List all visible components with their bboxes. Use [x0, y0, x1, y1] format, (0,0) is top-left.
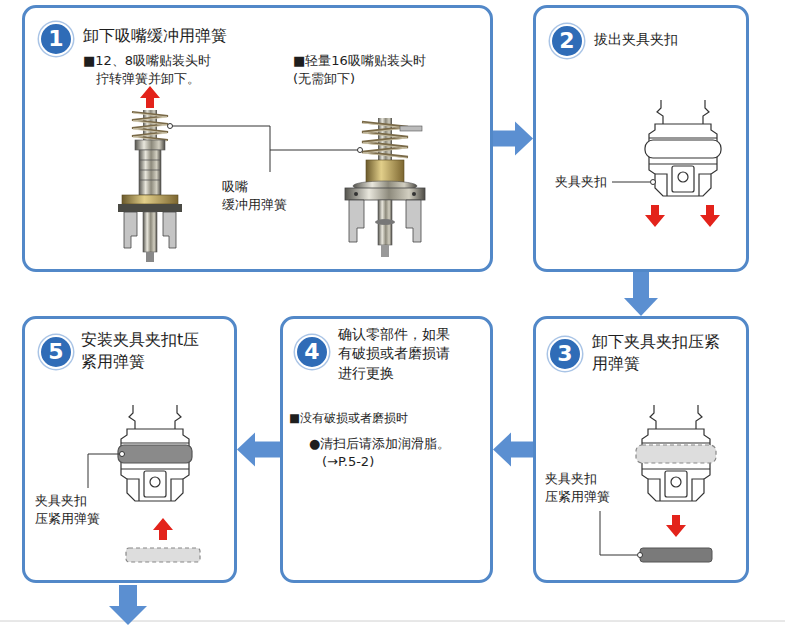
arrow-shaft [510, 442, 533, 458]
label-holder: 夹具夹扣 压紧用弹簧 [545, 470, 625, 505]
circle-halo [547, 336, 584, 373]
part-label: 夹具夹扣 压紧用弹簧 [35, 492, 115, 527]
arrow-shaft [493, 131, 516, 147]
flow-arrow [237, 433, 280, 467]
step-number-circle: 2 [548, 22, 586, 60]
part-label: 夹具夹扣 压紧用弹簧 [545, 470, 625, 505]
step-heading: 卸下吸嘴缓冲用弹簧 [83, 25, 383, 47]
circle-fill [551, 25, 583, 57]
number-holder: 5 [37, 333, 75, 371]
circle-fill [40, 336, 72, 368]
step-heading: 拔出夹具夹扣 [594, 30, 744, 49]
arrow-head [624, 298, 658, 316]
step-number-circle: 1 [37, 20, 75, 58]
arrow-head [237, 433, 255, 467]
step-panel: 4 确认零部件，如果 有破损或者磨损请 进行更换 ■没有破损或者磨损时 ●清扫后请添加… [280, 316, 493, 583]
text-holder: ■轻量16吸嘴贴装头时 (无需卸下) [293, 52, 468, 87]
circle-halo [294, 334, 331, 371]
circle-fill [296, 336, 328, 368]
text-holder: 确认零部件，如果 有破损或者磨损请 进行更换 [338, 325, 488, 383]
part-label: 吸嘴 缓冲用弹簧 [222, 178, 302, 213]
part-label: 夹具夹扣 [555, 173, 625, 191]
step-number: 3 [557, 343, 572, 365]
step-number: 1 [48, 28, 63, 50]
text-holder: ■没有破损或者磨损时 [289, 411, 489, 427]
label-holder: 夹具夹扣 压紧用弹簧 [35, 492, 115, 527]
text-holder: 安装夹具夹扣t压 紧用弹簧 [81, 329, 231, 372]
number-holder: 2 [548, 22, 586, 60]
step-heading: 卸下夹具夹扣压紧 用弹簧 [592, 331, 742, 374]
step-note: ■没有破损或者磨损时 [289, 411, 489, 427]
arrow-shaft [633, 272, 649, 299]
circle-halo [38, 334, 75, 371]
step-number: 5 [48, 341, 63, 363]
number-holder: 3 [546, 335, 584, 373]
text-holder: 卸下吸嘴缓冲用弹簧 [83, 25, 383, 47]
text-holder: ■12、8吸嘴贴装头时 拧转弹簧并卸下。 [83, 52, 258, 87]
step-panel: 3 卸下夹具夹扣压紧 用弹簧 [533, 316, 749, 583]
step-number-circle: 5 [37, 333, 75, 371]
arrow-head [515, 122, 533, 156]
flow-arrow [493, 433, 533, 467]
step-heading: 安装夹具夹扣t压 紧用弹簧 [81, 329, 231, 372]
flow-arrow [493, 122, 533, 156]
circle-halo [549, 23, 586, 60]
arrow-shaft [254, 442, 280, 458]
text-holder: 卸下夹具夹扣压紧 用弹簧 [592, 331, 742, 374]
number-holder: 4 [293, 333, 331, 371]
label-holder: 夹具夹扣 [555, 173, 625, 191]
circle-fill [549, 338, 581, 370]
step-panel: 1 卸下吸嘴缓冲用弹簧 ■12、8吸嘴贴装头时 拧转弹簧并卸下。 ■轻量16吸嘴贴装头… [22, 5, 493, 272]
number-holder: 1 [37, 20, 75, 58]
arrow-head [493, 433, 511, 467]
step-number-circle: 4 [293, 333, 331, 371]
step-panel: 5 安装夹具夹扣t压 紧用弹簧 [22, 316, 237, 583]
step-number: 2 [559, 30, 574, 52]
text-holder: ●清扫后请添加润滑脂。 (→P.5-2) [309, 435, 479, 470]
step-number-circle: 3 [546, 335, 584, 373]
step-panel: 2 拔出夹具夹扣 [533, 5, 749, 272]
step-heading: 确认零部件，如果 有破损或者磨损请 进行更换 [338, 325, 488, 383]
step-number: 4 [304, 341, 319, 363]
step-note: ■12、8吸嘴贴装头时 拧转弹簧并卸下。 [83, 52, 258, 87]
step-note: ■轻量16吸嘴贴装头时 (无需卸下) [293, 52, 468, 87]
circle-fill [40, 23, 72, 55]
text-holder: 拔出夹具夹扣 [594, 30, 744, 49]
label-holder: 吸嘴 缓冲用弹簧 [222, 178, 302, 213]
circle-halo [38, 21, 75, 58]
step-note: ●清扫后请添加润滑脂。 (→P.5-2) [309, 435, 479, 470]
flow-arrow [624, 272, 658, 316]
